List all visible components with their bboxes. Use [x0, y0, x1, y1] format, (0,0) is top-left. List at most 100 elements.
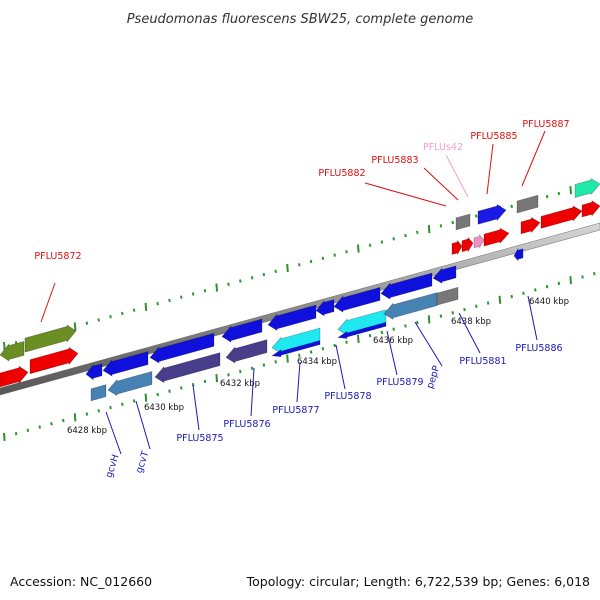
- forward-tick-track: [427, 225, 431, 234]
- label-leader-line: [135, 400, 151, 450]
- gene-forward: [29, 346, 79, 375]
- reverse-tick-track: [357, 334, 360, 344]
- gene-forward: [451, 239, 463, 255]
- gene-reverse: [380, 272, 433, 300]
- forward-tick-track: [286, 263, 289, 273]
- kbp-tick-label: 6428 kbp: [67, 426, 107, 436]
- kbp-tick-label: 6434 kbp: [297, 357, 337, 367]
- gene-reverse: [436, 286, 459, 306]
- reverse-tick-track: [156, 392, 159, 397]
- forward-tick-track: [156, 302, 159, 306]
- gene-label: PFLU5876: [223, 419, 270, 430]
- forward-tick-track: [321, 256, 325, 260]
- reverse-tick-track: [26, 428, 30, 433]
- forward-tick-track: [85, 321, 89, 325]
- reverse-tick-track: [62, 418, 65, 423]
- reverse-tick-track: [581, 275, 584, 279]
- reverse-tick-track: [262, 363, 266, 367]
- leader-layer: [40, 130, 546, 455]
- reverse-tick-track: [227, 373, 230, 377]
- label-leader-line: [486, 143, 494, 195]
- forward-tick-track: [274, 269, 277, 273]
- label-leader-line: [40, 282, 56, 323]
- forward-tick-track: [309, 259, 313, 264]
- gene-forward: [24, 324, 77, 353]
- reverse-tick-track: [321, 347, 325, 351]
- gene-reverse: [107, 371, 153, 397]
- label-leader-line: [296, 361, 301, 403]
- label-leader-line: [364, 182, 447, 207]
- gene-reverse: [225, 339, 268, 364]
- forward-tick-track: [109, 314, 112, 319]
- reverse-tick-track: [215, 374, 218, 383]
- forward-tick-track: [215, 283, 218, 292]
- forward-tick-track: [121, 311, 124, 316]
- reverse-tick-track: [439, 314, 443, 318]
- reverse-tick-track: [522, 291, 525, 295]
- forward-tick-track: [345, 250, 348, 254]
- gene-label: PFLU5886: [515, 343, 562, 354]
- reverse-tick-track: [203, 379, 207, 384]
- gene-reverse: [149, 332, 215, 364]
- genome-summary: Topology: circular; Length: 6,722,539 bp…: [246, 574, 590, 589]
- forward-tick-track: [416, 230, 419, 235]
- kbp-tick-label: 6432 kbp: [220, 379, 260, 389]
- label-leader-line: [527, 295, 538, 341]
- reverse-tick-track: [250, 366, 254, 371]
- reverse-tick-track: [392, 327, 395, 331]
- gene-label: PFLU5879: [376, 377, 423, 388]
- reverse-tick-track: [333, 343, 336, 348]
- reverse-tick-track: [144, 393, 148, 402]
- map-title: Pseudomonas fluorescens SBW25, complete …: [127, 12, 474, 27]
- reverse-tick-track: [427, 315, 431, 324]
- gene-reverse: [315, 299, 335, 317]
- forward-tick-track: [404, 233, 407, 238]
- kbp-tick-label: 6436 kbp: [373, 336, 413, 346]
- reverse-tick-track: [85, 412, 89, 416]
- gene-label: PFLU5881: [459, 356, 506, 367]
- gene-label: gcvH: [104, 453, 122, 479]
- reverse-tick-track: [97, 409, 100, 413]
- forward-tick-track: [250, 276, 254, 280]
- label-leader-line: [414, 321, 443, 367]
- reverse-tick-track: [416, 320, 419, 325]
- genome-backbone: [0, 222, 600, 396]
- gene-reverse: [154, 352, 221, 384]
- reverse-tick-track: [239, 369, 242, 374]
- label-leader-line: [105, 411, 122, 455]
- gene-reverse: [333, 286, 381, 313]
- reverse-tick-track: [109, 405, 112, 410]
- forward-tick-track: [262, 272, 266, 277]
- label-leader-line: [445, 154, 469, 198]
- label-leader-line: [423, 167, 459, 201]
- gene-reverse: [337, 321, 387, 339]
- reverse-tick-track: [298, 353, 301, 357]
- reverse-tick-track: [168, 389, 171, 393]
- reverse-tick-track: [534, 288, 537, 292]
- gene-layer: [0, 177, 600, 402]
- gene-label: PFLU5887: [522, 119, 569, 130]
- forward-tick-track: [168, 298, 171, 303]
- gene-label: PFLU5875: [176, 433, 223, 444]
- reverse-tick-track: [3, 432, 6, 441]
- label-leader-line: [335, 344, 346, 390]
- gene-label: PFLU5877: [272, 405, 319, 416]
- reverse-tick-track: [475, 304, 478, 309]
- gene-label: PFLU5872: [34, 251, 81, 262]
- kbp-tick-label: 6430 kbp: [144, 403, 184, 413]
- forward-tick-track: [475, 214, 478, 218]
- gene-forward: [461, 236, 474, 253]
- tick-layer: 6428 kbp 6430 kbp 6432 kbp 6434 kbp 6436 kbp…: [3, 181, 596, 441]
- forward-tick-track: [368, 243, 372, 248]
- reverse-tick-track: [510, 294, 513, 299]
- forward-tick-track: [333, 253, 336, 257]
- gene-label: pepP: [425, 364, 443, 390]
- reverse-tick-track: [286, 354, 289, 363]
- gene-reverse: [85, 363, 103, 381]
- label-layer: PFLU5872PFLU5882PFLU5883PFLUs42PFLU5885P…: [34, 119, 569, 479]
- label-leader-line: [458, 312, 481, 354]
- reverse-tick-track: [121, 402, 124, 406]
- gene-forward: [0, 365, 29, 388]
- reverse-tick-track: [345, 340, 348, 344]
